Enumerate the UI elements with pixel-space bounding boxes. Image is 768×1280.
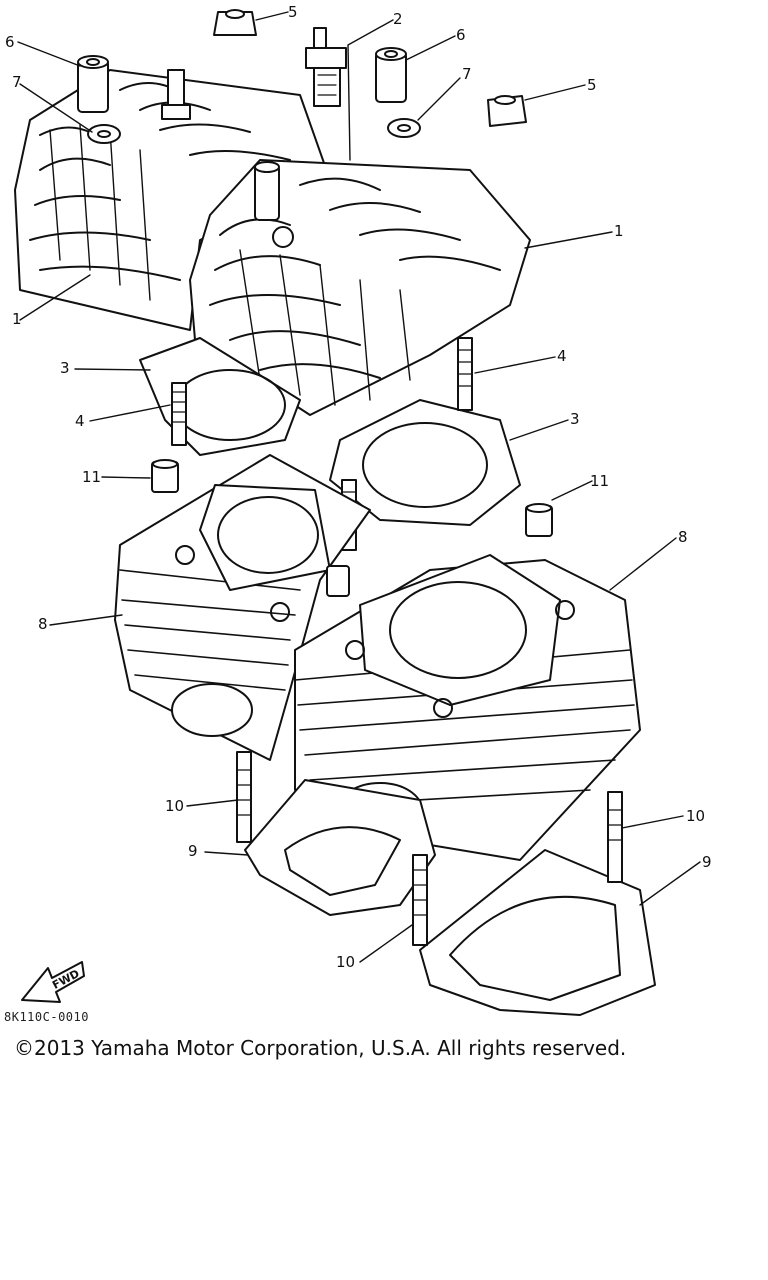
callout-2: 2: [393, 10, 403, 28]
cap-nut-5-left: [213, 9, 257, 36]
callout-3-left: 3: [60, 359, 70, 377]
callout-5-right: 5: [587, 76, 597, 94]
base-gasket-right: [419, 849, 656, 1016]
nut-11-right: [525, 503, 553, 537]
cylinder-head-right: [189, 159, 531, 416]
drawing-code: 8K110C-0010: [4, 1010, 89, 1024]
callout-8-right: 8: [678, 528, 688, 546]
fwd-arrow-icon: FWD: [21, 961, 85, 1003]
callout-10-bottom: 10: [336, 953, 356, 971]
spark-plug-installed: [161, 69, 191, 120]
callout-4-right: 4: [557, 347, 567, 365]
callout-10-right: 10: [686, 807, 706, 825]
stud-10-bottom: [412, 854, 428, 946]
callout-9-right: 9: [702, 853, 712, 871]
callout-7-left: 7: [12, 73, 22, 91]
sleeve-6-left: [77, 55, 109, 113]
washer-7-left: [87, 124, 121, 144]
callout-1-left: 1: [12, 310, 22, 328]
callout-11-left: 11: [82, 468, 102, 486]
stud-4-right: [457, 337, 473, 411]
callout-1-right: 1: [614, 222, 624, 240]
leader-lines: [17, 11, 701, 963]
stud-10-right: [607, 791, 623, 883]
spark-plug-2: [305, 27, 347, 107]
exploded-parts-diagram: FWD: [14, 9, 701, 1016]
head-gasket-right: [329, 399, 521, 526]
stud-10-left: [236, 751, 252, 843]
stud-4-left: [171, 382, 187, 446]
nut-11-left: [151, 459, 179, 493]
callout-8-left: 8: [38, 615, 48, 633]
washer-7-right: [387, 118, 421, 138]
callout-7-right: 7: [462, 65, 472, 83]
callout-9-left: 9: [188, 842, 198, 860]
callout-6-left: 6: [5, 33, 15, 51]
callout-5-top: 5: [288, 3, 298, 21]
head-sleeve-installed: [254, 161, 280, 221]
cylinder-block-left: [114, 454, 371, 761]
callout-11-right: 11: [590, 472, 610, 490]
callout-10-left: 10: [165, 797, 185, 815]
base-gasket-left: [244, 779, 436, 916]
callout-3-right: 3: [570, 410, 580, 428]
callout-4-left: 4: [75, 412, 85, 430]
cap-nut-5-right: [487, 95, 527, 127]
sleeve-6-right: [375, 47, 407, 103]
callout-6-right: 6: [456, 26, 466, 44]
copyright-notice: ©2013 Yamaha Motor Corporation, U.S.A. A…: [14, 1036, 627, 1060]
